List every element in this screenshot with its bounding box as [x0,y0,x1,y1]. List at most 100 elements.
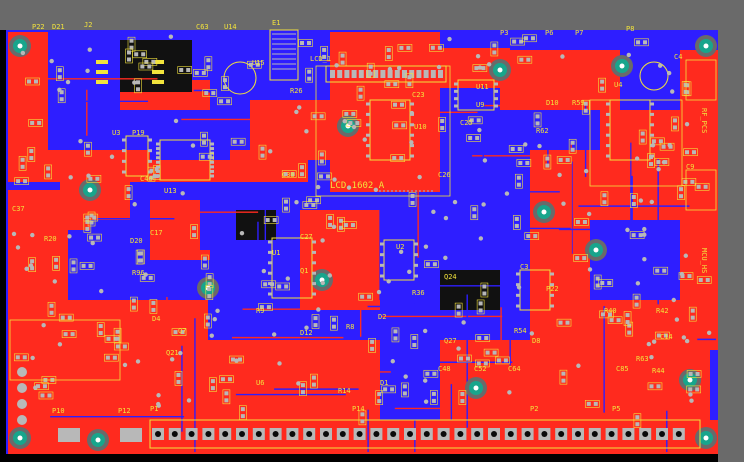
smd-pad [386,48,391,53]
top-copper-pour [8,190,68,454]
smd-outline [135,249,144,265]
ic-pin [210,147,214,151]
connector-pad [17,383,27,393]
smd-pad [350,223,355,228]
ic-pin [122,159,126,163]
ic-pin [366,144,370,148]
rf-pcs-label: RF_PCS [700,108,708,134]
designator-c48: C48 [438,365,451,373]
j2-pad [152,80,164,84]
designator-c4: C4 [674,53,683,61]
smd-pad [126,194,131,199]
smd-pad [523,36,528,41]
smd-pad [319,152,324,157]
smd-pad [643,40,648,45]
smd-pad [71,260,76,265]
via [436,64,442,70]
smd-pad [696,184,701,189]
mount-hole-center [541,209,547,215]
ic-pin [606,123,610,127]
smd-pad [141,275,146,280]
smd-pad [368,64,373,69]
via [670,89,675,94]
mount-hole-center [473,385,479,391]
lcd-header-pin [394,70,400,78]
via [386,279,391,284]
ic-pin [414,274,418,278]
ic-pin [494,97,498,101]
smd-pad [656,333,661,338]
lcd-header-pin [351,70,357,78]
lcd-header-pin [416,70,422,78]
smd-pad [402,384,407,389]
via [346,185,352,190]
smd-pad [112,355,117,360]
smd-outline [358,410,367,426]
smd-outline [58,313,74,322]
smd-outline [568,138,577,154]
designator-j2: J2 [84,21,93,29]
terminal-pad-hole [373,431,380,437]
smd-outline [516,159,532,167]
smd-pad [115,344,120,349]
smd-pad [240,407,245,412]
smd-pad [207,275,212,280]
smd-outline [310,373,318,389]
smd-outline [696,276,712,284]
smd-pad [484,336,489,341]
via [315,184,321,190]
smd-outline [69,258,78,274]
smd-pad [300,383,305,388]
via [447,36,452,42]
via [304,325,309,330]
smd-outline [466,134,481,142]
smd-pad [410,193,415,198]
smd-pad [558,320,563,325]
smd-pad [210,386,215,391]
smd-outline [522,34,537,43]
ic-pin [366,133,370,137]
smd-outline [204,56,213,72]
via [646,341,652,347]
smd-pad [456,304,461,309]
smd-pad [640,131,645,136]
designator-p22-right: P22 [546,285,559,293]
smd-outline [104,353,119,362]
via [634,156,640,161]
smd-pad [20,164,25,169]
smd-pad [201,133,206,138]
smd-outline [27,147,36,162]
smd-pad [607,281,612,286]
smd-outline [84,141,92,157]
smd-pad [207,282,212,287]
smd-outline [598,279,614,287]
smd-pad [432,371,437,376]
designator-p14: P14 [352,405,365,413]
designator-c17: C17 [150,229,163,237]
via [481,202,486,207]
ic-pin [268,271,272,275]
smd-pad [399,156,404,161]
smd-outline [130,296,138,312]
via [277,361,282,366]
designator-u6: U6 [256,379,265,387]
via [30,355,35,361]
ic-pin [410,102,414,106]
designator-c26: C26 [438,171,451,179]
smd-pad [651,139,656,144]
ic-pin [268,261,272,265]
ic-pin [366,112,370,116]
ic-pin [156,147,160,151]
smd-outline [201,254,209,270]
smd-outline [55,66,64,81]
via [109,154,115,159]
smd-outline [410,334,419,349]
lcd-module-label: LCD 1602 A [330,181,385,191]
smd-pad [344,111,349,116]
smd-outline [573,254,589,262]
designator-p10: P10 [52,407,65,415]
via [461,320,466,325]
smd-outline [198,152,214,161]
smd-outline [258,144,267,160]
